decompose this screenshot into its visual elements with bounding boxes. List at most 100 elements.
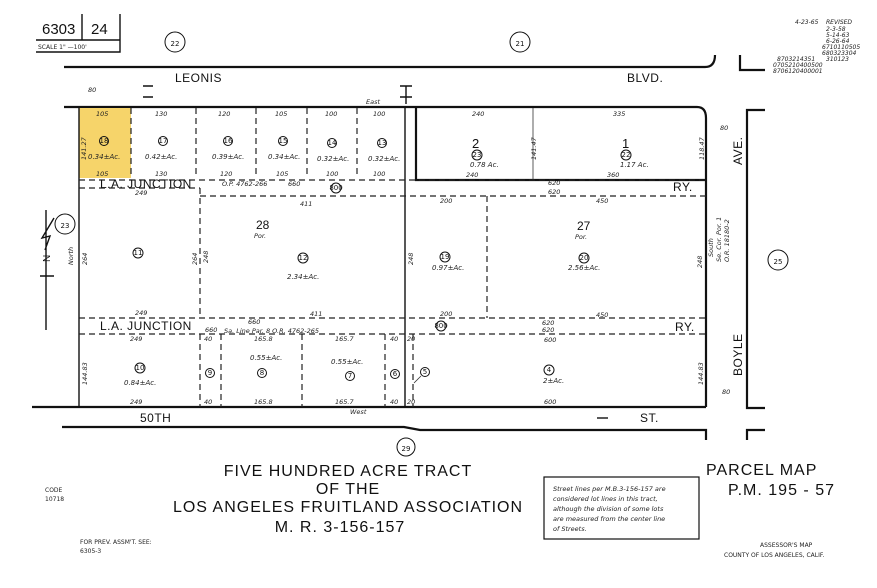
street-50th: 50TH: [140, 411, 171, 425]
parcel-map-ref: P.M. 195 - 57: [728, 482, 835, 499]
svg-text:264: 264: [191, 253, 199, 265]
page-ref-29: 29: [402, 445, 411, 453]
north-arrow-icon: N: [40, 210, 55, 330]
svg-text:RY.: RY.: [673, 180, 693, 194]
svg-text:165.7: 165.7: [335, 335, 354, 343]
street-st: ST.: [640, 411, 659, 425]
railway-la-junction-north: L.A. JUNCTION RY. O.P. 4762-266 660 800 …: [100, 177, 693, 196]
svg-text:0.78 Ac.: 0.78 Ac.: [470, 161, 499, 169]
parcel-11[interactable]: 249 11 264 North 264 249: [67, 189, 199, 317]
title-line-3: LOS ANGELES FRUITLAND ASSOCIATION: [173, 499, 523, 516]
svg-text:200: 200: [440, 197, 452, 205]
svg-text:0.55±Ac.: 0.55±Ac.: [250, 354, 282, 362]
svg-text:620: 620: [548, 179, 560, 187]
svg-text:18: 18: [100, 137, 109, 145]
svg-text:310123: 310123: [826, 56, 849, 63]
svg-text:100: 100: [325, 110, 337, 118]
svg-text:165.8: 165.8: [254, 398, 273, 406]
revision-stamps: 4-23-65 REVISED 2-3-58 5-14-63 6-26-64 6…: [773, 19, 860, 75]
highlighted-parcel-18[interactable]: [79, 108, 131, 178]
svg-text:450: 450: [596, 311, 608, 319]
svg-text:411: 411: [300, 200, 312, 208]
parcel-16[interactable]: 120 16 0.39±Ac. 120: [212, 110, 244, 178]
svg-text:Por.: Por.: [575, 233, 587, 241]
street-leonis: LEONIS: [175, 71, 222, 85]
svg-text:120: 120: [218, 110, 230, 118]
svg-text:249: 249: [130, 398, 142, 406]
svg-text:40: 40: [390, 335, 398, 343]
leonis-width: 80: [88, 86, 96, 94]
svg-text:RY.: RY.: [675, 320, 695, 334]
svg-text:20: 20: [407, 398, 415, 406]
title-block: FIVE HUNDRED ACRE TRACT OF THE LOS ANGEL…: [173, 463, 523, 536]
svg-text:considered lot lines in this t: considered lot lines in this tract,: [553, 495, 658, 503]
top-lot-lines: [78, 107, 706, 407]
svg-text:15: 15: [279, 137, 288, 145]
svg-text:0705210400500: 0705210400500: [773, 62, 823, 69]
svg-text:141.27: 141.27: [80, 136, 88, 160]
east-label: East: [366, 98, 380, 106]
street-lines-note: Street lines per M.B.3-156-157 are consi…: [543, 476, 700, 540]
parcel-9[interactable]: 40 9 40: [204, 335, 215, 406]
svg-text:Sa. Line Par. 8 O.R. 4762-265: Sa. Line Par. 8 O.R. 4762-265: [224, 327, 319, 335]
svg-text:23: 23: [473, 151, 482, 159]
parcel-pm-lot-2[interactable]: 240 2 23 0.78 Ac. 240 141.47: [466, 110, 538, 179]
svg-text:248: 248: [202, 251, 210, 263]
svg-text:130: 130: [155, 110, 167, 118]
svg-text:600: 600: [544, 398, 556, 406]
parcel-19[interactable]: 200 248 19 0.97±Ac. 200: [407, 197, 464, 318]
svg-text:144.83: 144.83: [697, 362, 705, 385]
svg-text:0.32±Ac.: 0.32±Ac.: [368, 155, 400, 163]
svg-text:144.83: 144.83: [81, 362, 89, 385]
svg-text:are measured from the center l: are measured from the center line: [553, 515, 665, 523]
svg-text:0.42±Ac.: 0.42±Ac.: [145, 153, 177, 161]
parcel-8[interactable]: 165.8 0.55±Ac. 8 165.8: [250, 335, 282, 406]
svg-text:450: 450: [596, 197, 608, 205]
svg-text:40: 40: [204, 335, 212, 343]
svg-text:10: 10: [136, 364, 145, 372]
svg-text:8703214351: 8703214351: [777, 56, 815, 63]
parcel-7[interactable]: 165.7 0.55±Ac. 7 165.7: [331, 335, 363, 406]
parcel-13[interactable]: 100 13 0.32±Ac. 100: [368, 110, 400, 178]
svg-text:200: 200: [440, 310, 452, 318]
svg-text:0.34±Ac.: 0.34±Ac.: [88, 153, 120, 161]
svg-text:6-26-64: 6-26-64: [826, 38, 850, 45]
parcel-12[interactable]: 28 Por. 411 12 2.34±Ac. 248 411: [202, 200, 322, 318]
parcel-pm-lot-1[interactable]: 335 1 22 1.17 Ac. 360 118.47: [607, 110, 706, 179]
parcel-6[interactable]: 40 6 40: [390, 335, 400, 406]
parcel-20[interactable]: 27 Por. 450 20 2.56±Ac. 248 450 South Se…: [568, 197, 731, 319]
svg-text:165.7: 165.7: [335, 398, 354, 406]
svg-text:240: 240: [472, 110, 484, 118]
svg-text:11: 11: [134, 249, 143, 257]
parcel-10[interactable]: 249 10 0.84±Ac. 144.83 249: [81, 335, 156, 406]
svg-text:600: 600: [544, 336, 556, 344]
parcel-17[interactable]: 130 17 0.42±Ac. 130: [145, 110, 177, 178]
boyle-width-bottom: 80: [722, 388, 730, 396]
parcel-5[interactable]: 20 5 20: [407, 335, 430, 406]
svg-text:660: 660: [248, 318, 260, 326]
page-ref-25: 25: [774, 258, 783, 266]
svg-text:2±Ac.: 2±Ac.: [543, 377, 564, 385]
svg-text:REVISED: REVISED: [826, 19, 852, 26]
svg-text:2.56±Ac.: 2.56±Ac.: [568, 264, 600, 272]
street-blvd: BLVD.: [627, 71, 663, 85]
parcel-18[interactable]: 105 18 0.34±Ac. 105 141.27: [80, 110, 120, 178]
svg-text:13: 13: [378, 139, 387, 147]
title-line-1: FIVE HUNDRED ACRE TRACT: [224, 463, 473, 480]
svg-text:680323304: 680323304: [822, 50, 857, 57]
map-reference: M. R. 3-156-157: [275, 519, 406, 536]
prev-assmt-label: FOR PREV. ASSM'T. SEE:: [80, 539, 152, 546]
parcel-14[interactable]: 100 14 0.32±Ac. 100: [317, 110, 349, 178]
svg-text:130: 130: [155, 170, 167, 178]
title-line-2: OF THE: [316, 481, 380, 498]
street-lines: [32, 54, 765, 440]
parcel-15[interactable]: 105 15 0.34±Ac. 105: [268, 110, 300, 178]
svg-text:165.8: 165.8: [254, 335, 273, 343]
svg-text:12: 12: [299, 254, 308, 262]
svg-text:249: 249: [135, 309, 147, 317]
parcel-4[interactable]: 600 4 2±Ac. 144.83 600: [543, 336, 705, 406]
svg-text:0.32±Ac.: 0.32±Ac.: [317, 155, 349, 163]
svg-text:360: 360: [607, 171, 619, 179]
code-label: CODE: [45, 487, 63, 494]
